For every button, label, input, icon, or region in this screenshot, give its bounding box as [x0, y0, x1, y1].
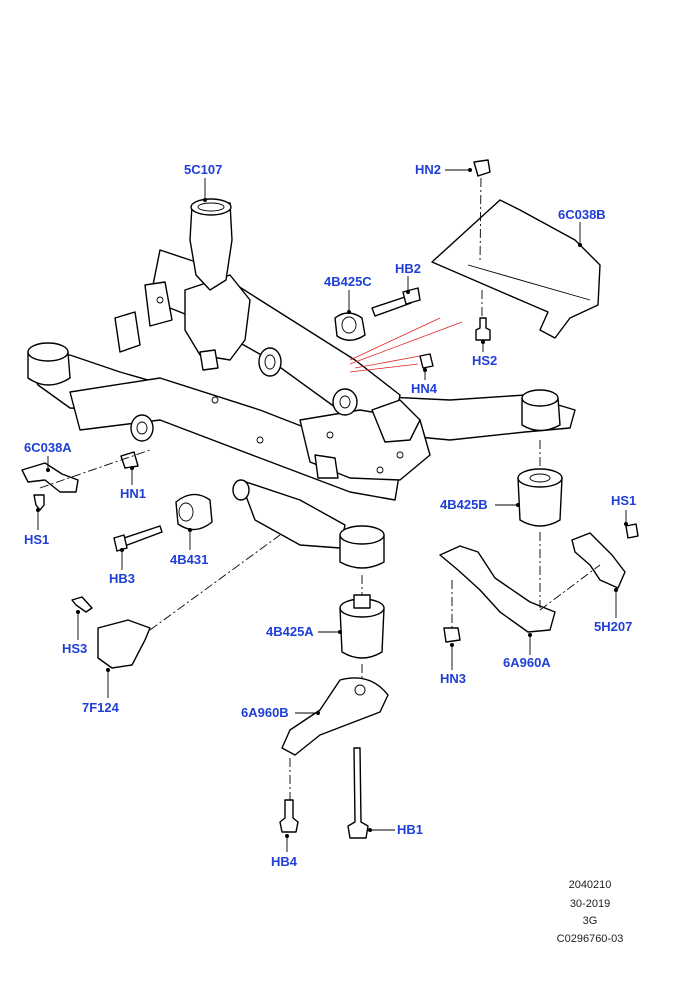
callout-6C038B[interactable]: 6C038B: [558, 207, 606, 222]
callout-6A960A[interactable]: 6A960A: [503, 655, 551, 670]
callout-4B425A[interactable]: 4B425A: [266, 624, 314, 639]
bracket-6C038A: [21, 462, 79, 493]
plate-6A960B: [281, 677, 389, 756]
heat-shield-6C038B: [431, 199, 601, 339]
callout-HB3[interactable]: HB3: [109, 571, 136, 586]
bushing-4B425A: [339, 594, 385, 659]
nut-HN4: [419, 353, 434, 369]
bushing-4B431: [175, 493, 213, 531]
callout-4B431[interactable]: 4B431: [170, 552, 209, 567]
callout-5H207[interactable]: 5H207: [594, 619, 633, 634]
callout-HN3[interactable]: HN3: [440, 671, 467, 686]
callout-6C038A[interactable]: 6C038A: [24, 440, 72, 455]
callout-HN2[interactable]: HN2: [415, 162, 442, 177]
bracket-6A960A: [439, 545, 556, 633]
bolt-HB1: [347, 747, 369, 839]
nut-HN2: [473, 159, 491, 177]
bolt-HB4: [279, 799, 299, 833]
footer-ref-2: 30-2019: [569, 898, 611, 910]
bushing-4B425C: [334, 287, 421, 341]
stud-HS2: [475, 317, 491, 341]
callout-6A960B[interactable]: 6A960B: [241, 705, 289, 720]
stud-HS3: [71, 596, 93, 613]
callout-4B425B[interactable]: 4B425B: [440, 497, 488, 512]
callout-HB4[interactable]: HB4: [271, 854, 298, 869]
callout-4B425C[interactable]: 4B425C: [324, 274, 372, 289]
stud-HS1-left: [33, 494, 45, 511]
callout-HN1[interactable]: HN1: [120, 486, 147, 501]
clip-HN1: [120, 451, 139, 469]
stud-HS1-right: [625, 523, 639, 539]
footer-ref-3: 3G: [582, 915, 598, 927]
bracket-7F124: [97, 619, 151, 669]
callout-HS1-left[interactable]: HS1: [24, 532, 50, 547]
callout-7F124[interactable]: 7F124: [82, 700, 119, 715]
bushing-4B425B: [517, 468, 563, 527]
footer-ref-1: 2040210: [568, 879, 612, 891]
callout-5C107[interactable]: 5C107: [184, 162, 223, 177]
callout-HS1-right[interactable]: HS1: [611, 493, 637, 508]
nut-HN3: [443, 627, 461, 643]
bracket-5H207: [571, 532, 626, 589]
footer-ref-4: C0296760-03: [556, 933, 624, 945]
callout-HB2[interactable]: HB2: [395, 261, 422, 276]
callout-HN4[interactable]: HN4: [411, 381, 438, 396]
callout-HS3[interactable]: HS3: [62, 641, 88, 656]
rear-subframe: [27, 198, 576, 569]
callout-HS2[interactable]: HS2: [472, 353, 498, 368]
callout-HB1[interactable]: HB1: [397, 822, 424, 837]
